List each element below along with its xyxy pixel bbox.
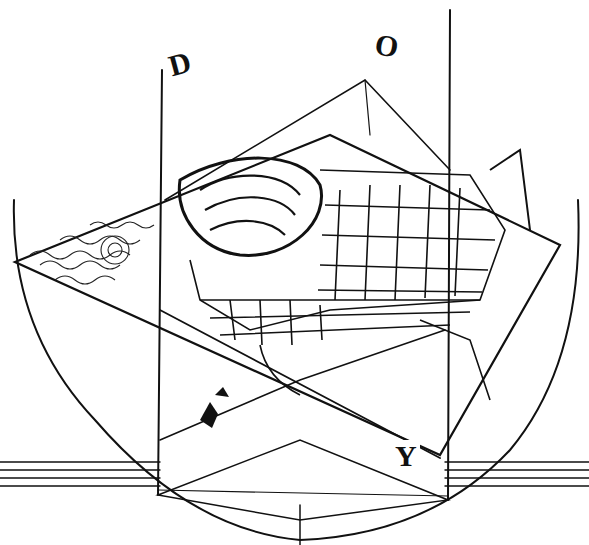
- letter-label: Y: [392, 440, 420, 472]
- letter-label: O: [369, 28, 403, 65]
- letter-label: D: [162, 45, 197, 83]
